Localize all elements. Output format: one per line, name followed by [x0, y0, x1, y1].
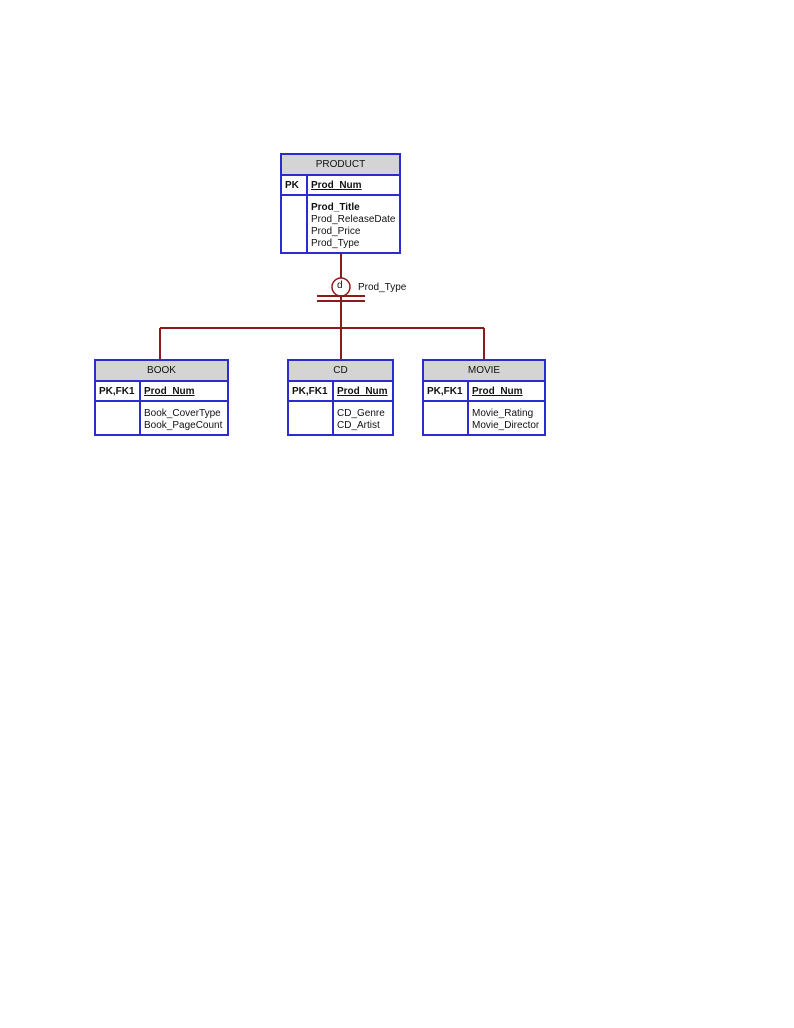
entity-movie[interactable]: MOVIE PK,FK1 Prod_Num Movie_Rating Movie… — [422, 359, 546, 436]
key-label: PK,FK1 — [424, 382, 469, 400]
entity-title: CD — [289, 361, 392, 382]
disjoint-symbol-label: d — [337, 280, 343, 291]
attribute: CD_Genre — [337, 408, 385, 419]
attribute: Prod_Type — [311, 238, 360, 249]
attribute-row: Book_CoverType Book_PageCount — [96, 402, 227, 434]
pk-row: PK,FK1 Prod_Num — [96, 382, 227, 402]
attribute: Movie_Rating — [472, 408, 534, 419]
attribute-list: CD_Genre CD_Artist — [334, 402, 385, 434]
pk-field: Prod_Num — [311, 180, 362, 191]
entity-cd[interactable]: CD PK,FK1 Prod_Num CD_Genre CD_Artist — [287, 359, 394, 436]
attribute-list: Book_CoverType Book_PageCount — [141, 402, 222, 434]
pk-row: PK,FK1 Prod_Num — [289, 382, 392, 402]
attribute: Prod_ReleaseDate — [311, 214, 396, 225]
pk-field: Prod_Num — [337, 386, 388, 397]
entity-title: BOOK — [96, 361, 227, 382]
entity-title: MOVIE — [424, 361, 544, 382]
attribute: Book_PageCount — [144, 420, 223, 431]
attribute-list: Prod_Title Prod_ReleaseDate Prod_Price P… — [308, 196, 396, 252]
pk-row: PK,FK1 Prod_Num — [424, 382, 544, 402]
key-label: PK — [282, 176, 308, 194]
attribute: CD_Artist — [337, 420, 380, 431]
attribute: Prod_Title — [311, 202, 360, 213]
attr-key-spacer — [282, 196, 308, 252]
entity-product[interactable]: PRODUCT PK Prod_Num Prod_Title Prod_Rele… — [280, 153, 401, 254]
attr-key-spacer — [289, 402, 334, 434]
pk-row: PK Prod_Num — [282, 176, 399, 196]
attribute-row: Movie_Rating Movie_Director — [424, 402, 544, 434]
pk-field: Prod_Num — [472, 386, 523, 397]
discriminator-label: Prod_Type — [358, 282, 407, 293]
attribute: Movie_Director — [472, 420, 540, 431]
key-label: PK,FK1 — [289, 382, 334, 400]
attribute-row: CD_Genre CD_Artist — [289, 402, 392, 434]
key-label: PK,FK1 — [96, 382, 141, 400]
pk-field: Prod_Num — [144, 386, 195, 397]
attribute: Prod_Price — [311, 226, 361, 237]
attr-key-spacer — [424, 402, 469, 434]
entity-book[interactable]: BOOK PK,FK1 Prod_Num Book_CoverType Book… — [94, 359, 229, 436]
attr-key-spacer — [96, 402, 141, 434]
attribute-row: Prod_Title Prod_ReleaseDate Prod_Price P… — [282, 196, 399, 252]
attribute-list: Movie_Rating Movie_Director — [469, 402, 539, 434]
entity-title: PRODUCT — [282, 155, 399, 176]
attribute: Book_CoverType — [144, 408, 221, 419]
